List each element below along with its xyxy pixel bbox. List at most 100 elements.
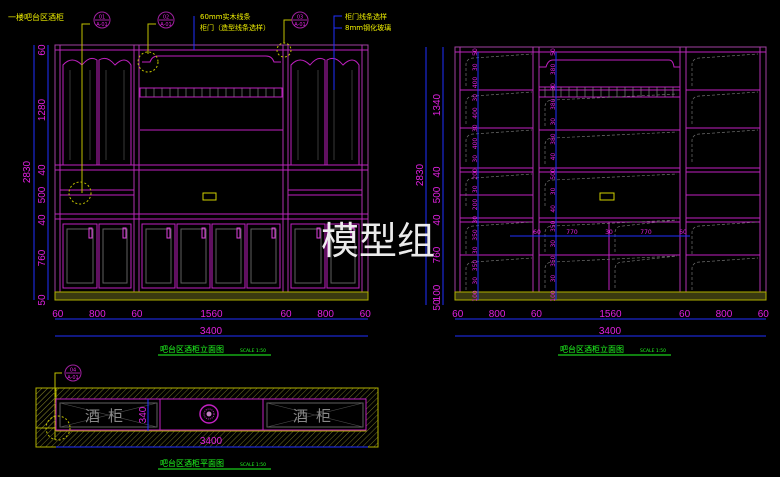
height-dim-label: 60 [37,44,48,56]
height-dim-label: 40 [432,214,443,226]
left-elevation-scale: SCALE 1:50 [240,348,266,354]
blue-leaders [193,15,342,90]
inner-dim-label: 30 [472,155,479,163]
note-door-profile: 柜门（造型线条选样） [200,23,270,32]
inner-dims: 50 30 400 30 400 30 400 30 200 30 200 30 350 30 350 30 1… [472,48,557,302]
inner-dim-label: 40 [550,205,557,213]
height-dim-label: 40 [432,166,443,178]
width-dim-label: 60 [52,309,64,320]
plan-right-label: 酒柜 [293,407,339,425]
door-dims: 60 770 30 770 60 [533,229,687,236]
leader-lines [54,19,292,440]
door-dim-label: 60 [679,229,687,236]
inner-dim-label: 400 [472,138,479,150]
inner-dim-label: 30 [472,94,479,102]
inner-dim-label: 50 [550,48,557,56]
right-elevation-title: 吧台区酒柜立面图 [560,344,624,354]
plan-left-label: 酒柜 [85,407,131,425]
callout-ref: A-01 [294,22,305,28]
plan-view [35,387,379,448]
note-solid-wood-trim: 60mm实木线条 [200,12,251,21]
width-dim-label: 60 [360,309,372,320]
callout-ref: A-01 [160,22,171,28]
inner-dim-label: 380 [550,64,557,76]
right-width-dims: 60 800 60 1560 60 800 60 [452,309,769,320]
inner-dim-label: 30 [550,240,557,248]
height-dim-label: 50 [37,294,48,306]
door-dim-label: 60 [533,229,541,236]
callout-bubble: 03A-01 [291,11,309,29]
height-dim-label: 500 [37,186,48,203]
door-dim-label: 30 [605,229,613,236]
width-dim-label: 60 [131,309,143,320]
callout-ref: A-01 [96,22,107,28]
watermark: 模型组 [321,219,435,263]
door-dim-label: 770 [566,229,578,236]
width-dim-label: 60 [531,309,543,320]
callout-bubble: 01A-01 [93,11,111,29]
callout-number: 01 [99,15,105,21]
inner-dim-label: 30 [550,118,557,126]
right-elevation [454,46,767,301]
callout-number: 03 [297,15,303,21]
inner-dim-label: 40 [550,153,557,161]
height-dim-label: 1340 [432,93,443,116]
height-dim-label: 50 [432,299,443,311]
height-dim-label: 760 [432,246,443,263]
inner-dim-label: 350 [550,220,557,232]
inner-dim-label: 30 [472,185,479,193]
inner-dim-label: 100 [550,290,557,302]
inner-dim-label: 30 [550,275,557,283]
inner-dim-label: 30 [472,277,479,285]
width-dim-label: 60 [452,309,464,320]
inner-dim-label: 350 [472,260,479,272]
height-dim-label: 40 [37,164,48,176]
inner-dim-label: 50 [472,48,479,56]
left-dim-lines [33,45,766,337]
height-dim-label: 40 [37,214,48,226]
width-dim-label: 1560 [599,309,622,320]
width-dim-label: 60 [281,309,293,320]
height-dim-label: 760 [37,249,48,266]
plan-depth: 340 [138,406,149,423]
callout-ref: A-01 [67,375,78,381]
width-dim-label: 1560 [200,309,223,320]
left-elevation [54,42,369,301]
inner-dim-label: 30 [472,124,479,132]
inner-dim-label: 400 [472,107,479,119]
inner-dim-label: 350 [550,255,557,267]
plan-total-width: 3400 [200,436,223,447]
width-dim-label: 60 [758,309,770,320]
inner-dim-label: 350 [472,229,479,241]
plan-scale: SCALE 1:50 [240,462,266,468]
width-dim-label: 60 [679,309,691,320]
plan-title: 吧台区酒柜平面图 [160,458,224,468]
inner-dim-label: 100 [472,290,479,302]
inner-dim-label: 30 [550,187,557,195]
inner-dim-label: 400 [472,77,479,89]
width-dim-label: 800 [489,309,506,320]
door-dim-label: 770 [640,229,652,236]
left-total-width: 3400 [200,326,223,337]
right-total-height: 2830 [415,163,426,186]
inner-dim-label: 200 [472,199,479,211]
right-total-width: 3400 [599,326,622,337]
inner-dim-label: 500 [550,168,557,180]
callout-number: 02 [163,15,169,21]
width-dim-label: 800 [716,309,733,320]
title-underlines [158,354,671,470]
inner-dim-label: 380 [550,133,557,145]
inner-dim-label: 200 [472,168,479,180]
inner-dim-label: 30 [472,246,479,254]
left-total-height: 2830 [22,160,33,183]
left-elevation-title: 吧台区酒柜立面图 [160,344,224,354]
height-dim-label: 500 [432,186,443,203]
note-door-trim: 柜门线条选样 [345,12,387,21]
inner-dim-label: 30 [472,63,479,71]
inner-dim-label: 30 [472,216,479,224]
height-dim-label: 100 [432,284,443,301]
callout-number: 04 [70,368,76,374]
